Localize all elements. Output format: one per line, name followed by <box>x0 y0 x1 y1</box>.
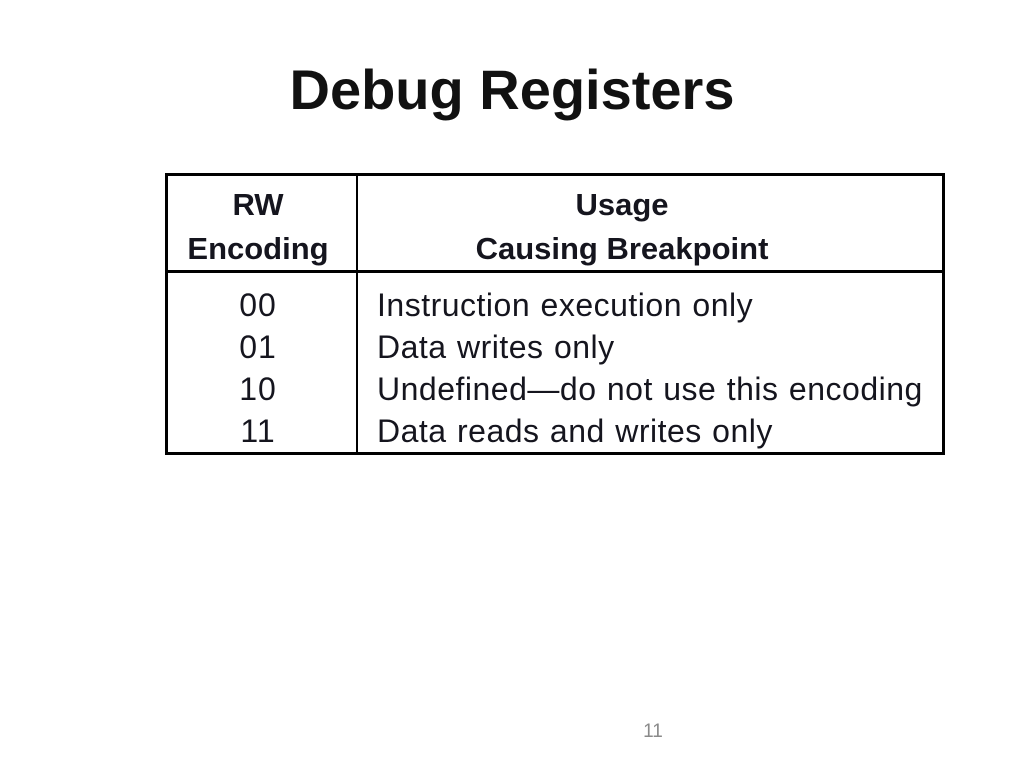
table-row-encoding: 10 <box>239 371 277 407</box>
table-row-encoding: 00 <box>239 287 277 323</box>
header-line-causing-breakpoint: Causing Breakpoint <box>475 231 769 266</box>
page-number: 11 <box>643 721 663 742</box>
table-header-usage: Usage Causing Breakpoint <box>358 176 942 273</box>
slide-title: Debug Registers <box>289 58 735 121</box>
table-row-encoding: 01 <box>239 329 277 365</box>
table-row-usage: Instruction execution only <box>377 287 754 323</box>
header-line-rw: RW <box>232 187 284 222</box>
header-line-encoding: Encoding <box>187 231 329 266</box>
table-row-encoding: 11 <box>240 413 276 449</box>
header-line-usage: Usage <box>575 187 669 222</box>
table-row-usage: Data reads and writes only <box>377 413 773 449</box>
table-row-usage: Undefined—do not use this encoding <box>377 371 923 407</box>
table-row-usage: Data writes only <box>377 329 615 365</box>
table-header-rw-encoding: RW Encoding <box>168 176 358 273</box>
encoding-column: 00 01 10 11 <box>168 273 358 452</box>
